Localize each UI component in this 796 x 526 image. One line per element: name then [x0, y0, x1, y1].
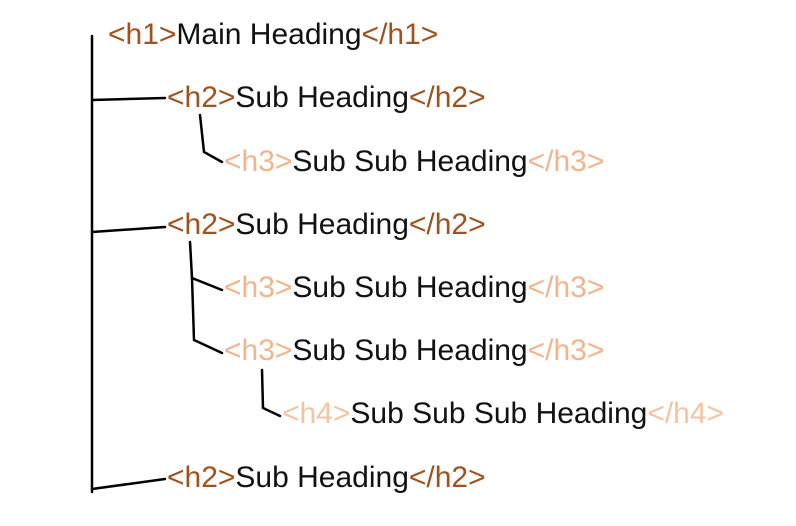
- branch-line-h4-1: [260, 368, 282, 418]
- close-tag: </h3>: [527, 145, 605, 178]
- close-tag: </h3>: [527, 334, 605, 367]
- heading-row-h3-first: <h3>Sub Sub Heading</h3>: [224, 145, 604, 179]
- heading-text: Sub Sub Sub Heading: [350, 397, 648, 430]
- heading-row-h4: <h4>Sub Sub Sub Heading</h4>: [282, 397, 724, 431]
- open-tag: <h2>: [167, 81, 236, 114]
- branch-line-h2-3: [90, 477, 167, 491]
- heading-row-h2-third: <h2>Sub Heading</h2>: [167, 461, 486, 495]
- heading-row-h2-first: <h2>Sub Heading</h2>: [167, 81, 486, 115]
- heading-text: Sub Sub Heading: [292, 334, 528, 367]
- close-tag: </h2>: [408, 208, 486, 241]
- heading-text: Sub Sub Heading: [292, 271, 528, 304]
- heading-row-h3-third: <h3>Sub Sub Heading</h3>: [224, 334, 604, 368]
- open-tag: <h2>: [167, 208, 236, 241]
- branch-line-h2-2: [90, 225, 167, 234]
- branch-line-h3-2: [188, 240, 224, 292]
- heading-row-h2-second: <h2>Sub Heading</h2>: [167, 208, 486, 242]
- branch-line-h3-1: [198, 113, 224, 164]
- branch-line-h3-3: [190, 276, 224, 355]
- close-tag: </h2>: [408, 461, 486, 494]
- heading-text: Main Heading: [176, 18, 362, 51]
- close-tag: </h3>: [527, 271, 605, 304]
- heading-text: Sub Heading: [235, 208, 409, 241]
- open-tag: <h3>: [224, 271, 293, 304]
- heading-row-h1-main: <h1>Main Heading</h1>: [108, 18, 438, 52]
- open-tag: <h1>: [108, 18, 177, 51]
- branch-line-h2-1: [90, 96, 167, 102]
- heading-text: Sub Sub Heading: [292, 145, 528, 178]
- heading-row-h3-second: <h3>Sub Sub Heading</h3>: [224, 271, 604, 305]
- close-tag: </h4>: [647, 397, 725, 430]
- close-tag: </h2>: [408, 81, 486, 114]
- open-tag: <h3>: [224, 145, 293, 178]
- close-tag: </h1>: [361, 18, 439, 51]
- open-tag: <h2>: [167, 461, 236, 494]
- heading-text: Sub Heading: [235, 461, 409, 494]
- open-tag: <h3>: [224, 334, 293, 367]
- heading-text: Sub Heading: [235, 81, 409, 114]
- open-tag: <h4>: [282, 397, 351, 430]
